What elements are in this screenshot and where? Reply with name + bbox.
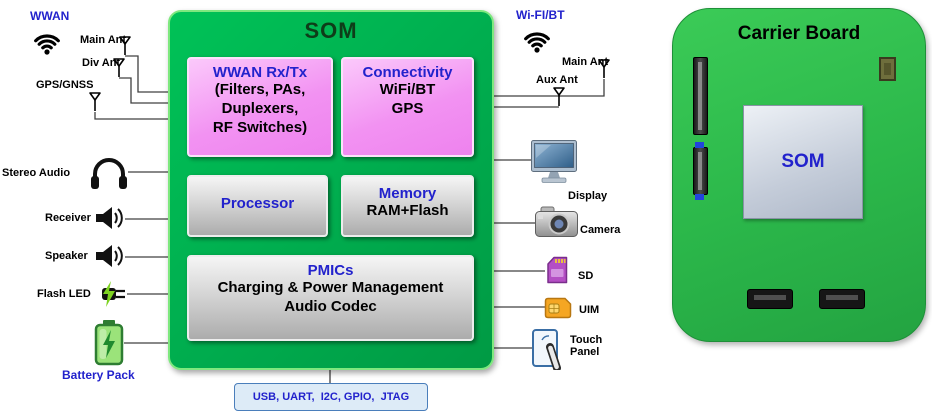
- connectivity-title: Connectivity: [362, 64, 453, 81]
- memory-block: Memory RAM+Flash: [341, 175, 474, 237]
- pmics-body: Charging & Power Management Audio Codec: [217, 279, 444, 315]
- speaker-icon: [94, 204, 126, 237]
- pmics-block: PMICs Charging & Power Management Audio …: [187, 255, 474, 341]
- wwan-rxtx-title: WWAN Rx/Tx: [212, 64, 308, 81]
- battery-pack-label: Battery Pack: [62, 368, 135, 382]
- gps-gnss-label: GPS/GNSS: [36, 79, 94, 91]
- io-bus-box: USB, UART, I2C, GPIO, JTAG: [234, 383, 428, 411]
- antenna-icon: [88, 92, 102, 117]
- antenna-icon: [597, 59, 611, 84]
- speaker-icon: [94, 242, 126, 275]
- som-module: SOM WWAN Rx/Tx (Filters, PAs, Duplexers,…: [168, 10, 494, 370]
- board-connector-icon: [693, 142, 708, 200]
- main-ant-label-left: Main Ant: [80, 34, 127, 46]
- div-ant-label: Div Ant: [82, 57, 121, 69]
- board-connector-icon: [819, 289, 865, 309]
- antenna-icon: [552, 87, 566, 112]
- camera-icon: [535, 206, 579, 243]
- wifi-icon: [28, 26, 66, 61]
- uim-sim-icon: [543, 296, 573, 325]
- pmics-title: PMICs: [307, 262, 354, 279]
- speaker-label: Speaker: [45, 250, 88, 262]
- antenna-icon: [118, 36, 132, 61]
- io-bus-label: USB, UART, I2C, GPIO, JTAG: [252, 391, 410, 403]
- memory-body: RAM+Flash: [366, 202, 449, 219]
- chip-icon: [879, 57, 896, 81]
- board-connector-icon: [747, 289, 793, 309]
- wwan-rxtx-block: WWAN Rx/Tx (Filters, PAs, Duplexers, RF …: [187, 57, 333, 157]
- carrier-board-title: Carrier Board: [737, 23, 861, 44]
- uim-label: UIM: [579, 304, 600, 316]
- sd-label: SD: [578, 270, 594, 282]
- display-label: Display: [568, 190, 608, 202]
- carrier-som-slot: SOM: [743, 105, 863, 219]
- processor-title: Processor: [220, 195, 295, 212]
- sd-card-icon: [544, 256, 570, 289]
- antenna-icon: [112, 58, 126, 83]
- carrier-som-label: SOM: [781, 151, 825, 172]
- camera-label: Camera: [580, 224, 621, 236]
- main-ant-label-right: Main Ant: [562, 56, 609, 68]
- carrier-board: Carrier Board SOM: [672, 8, 926, 342]
- connectivity-body: WiFi/BT GPS: [379, 81, 436, 117]
- battery-icon: [94, 320, 124, 371]
- touch-panel-icon: [532, 328, 570, 375]
- stereo-audio-label: Stereo Audio: [2, 167, 71, 179]
- flash-led-icon: [100, 280, 128, 313]
- receiver-label: Receiver: [45, 212, 91, 224]
- memory-title: Memory: [378, 185, 437, 202]
- processor-block: Processor: [187, 175, 328, 237]
- wwan-rxtx-body: (Filters, PAs, Duplexers, RF Switches): [212, 81, 308, 136]
- touch-panel-label: Touch Panel: [570, 334, 603, 358]
- wifi-icon: [518, 24, 556, 59]
- wifi-bt-label: Wi-FI/BT: [516, 8, 565, 22]
- board-connector-icon: [693, 57, 708, 135]
- connectivity-block: Connectivity WiFi/BT GPS: [341, 57, 474, 157]
- headphones-icon: [88, 152, 130, 195]
- flash-led-label: Flash LED: [37, 288, 91, 300]
- display-icon: [531, 140, 579, 191]
- aux-ant-label: Aux Ant: [536, 74, 578, 86]
- wwan-label: WWAN: [30, 9, 70, 23]
- som-title: SOM: [304, 18, 358, 43]
